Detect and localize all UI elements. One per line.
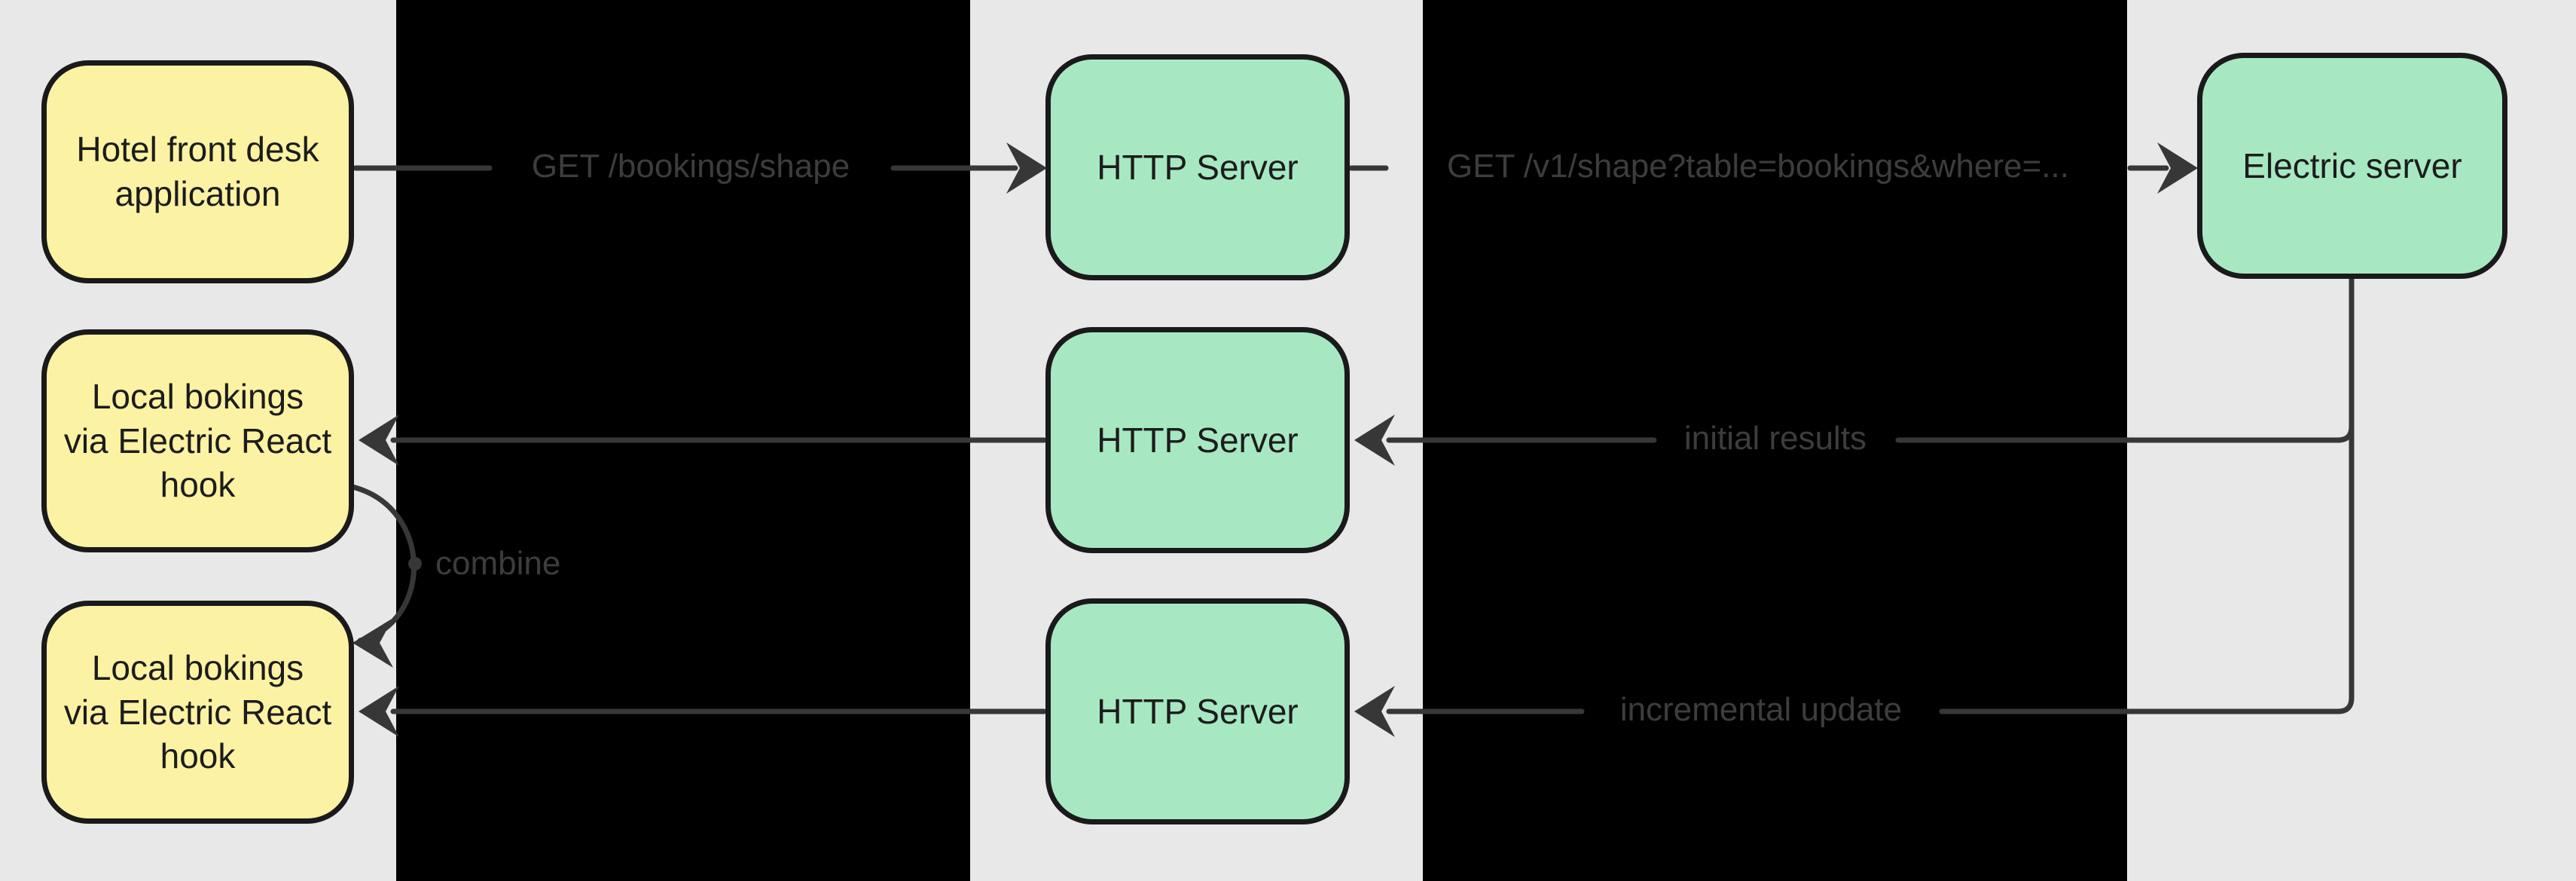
arrowhead-into-http-server-2 xyxy=(1354,414,1395,466)
node-label: HTTP Server xyxy=(1097,420,1299,460)
edge-label-initial-results: initial results xyxy=(1683,420,1867,457)
arrowhead-into-local-bookings-1 xyxy=(359,414,399,466)
node-local-bookings-hook-2: Local bokings via Electric React hook xyxy=(41,601,354,824)
node-label: Hotel front desk application xyxy=(76,130,319,213)
node-label: Electric server xyxy=(2242,145,2462,185)
node-local-bookings-hook-1: Local bokings via Electric React hook xyxy=(41,329,354,552)
node-http-server-1: HTTP Server xyxy=(1045,54,1350,280)
node-hotel-front-desk-application: Hotel front desk application xyxy=(41,60,354,283)
node-label: Local bokings via Electric React hook xyxy=(63,376,332,505)
node-electric-server: Electric server xyxy=(2197,53,2507,279)
arrowhead-into-http-server-3 xyxy=(1354,686,1395,737)
edge-label-get-v1-shape: GET /v1/shape?table=bookings&where=... xyxy=(1447,148,2069,185)
node-http-server-3: HTTP Server xyxy=(1045,598,1350,824)
edge-incremental-update-line-b xyxy=(1939,276,2355,714)
edge-label-get-bookings-shape: GET /bookings/shape xyxy=(531,148,850,185)
edge-initial-results-line-b xyxy=(1895,276,2355,443)
arrowhead-combine xyxy=(353,618,393,668)
node-label: HTTP Server xyxy=(1097,147,1299,187)
arrowhead-into-electric-server xyxy=(2157,142,2198,194)
arrowhead-into-http-server-1 xyxy=(1006,142,1047,194)
node-label: Local bokings via Electric React hook xyxy=(63,647,332,776)
arrowhead-into-local-bookings-2 xyxy=(359,686,399,737)
edge-combine-curve xyxy=(349,484,417,644)
node-http-server-2: HTTP Server xyxy=(1045,327,1350,553)
combine-label-anchor-dot xyxy=(408,557,422,571)
edge-label-combine: combine xyxy=(435,545,561,582)
node-label: HTTP Server xyxy=(1097,691,1299,731)
edge-label-incremental-update: incremental update xyxy=(1619,691,1903,728)
